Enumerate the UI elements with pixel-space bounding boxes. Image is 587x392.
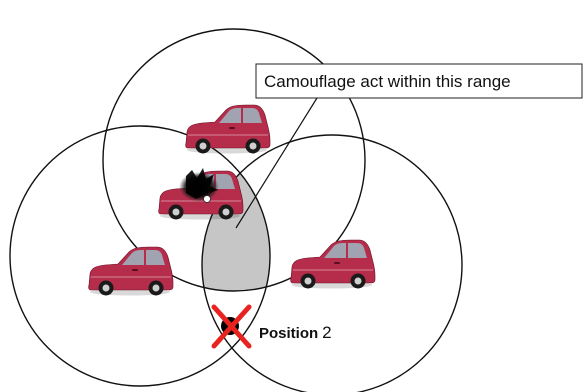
range-circle-left (9, 125, 271, 387)
car-icon (185, 104, 271, 155)
callout-box: Camouflage act within this range (255, 63, 583, 99)
position-word: Position (259, 325, 318, 342)
camouflaged-car-icon (158, 168, 244, 221)
cross-mark-icon (211, 304, 252, 349)
car-icon (88, 246, 174, 297)
range-circle-right (201, 134, 463, 392)
car-icon (290, 239, 376, 290)
range-circle-top (102, 28, 366, 292)
position-number: 2 (322, 323, 331, 342)
callout-pointer (235, 97, 318, 229)
callout-label: Camouflage act within this range (264, 72, 511, 91)
position-marker (211, 304, 252, 349)
